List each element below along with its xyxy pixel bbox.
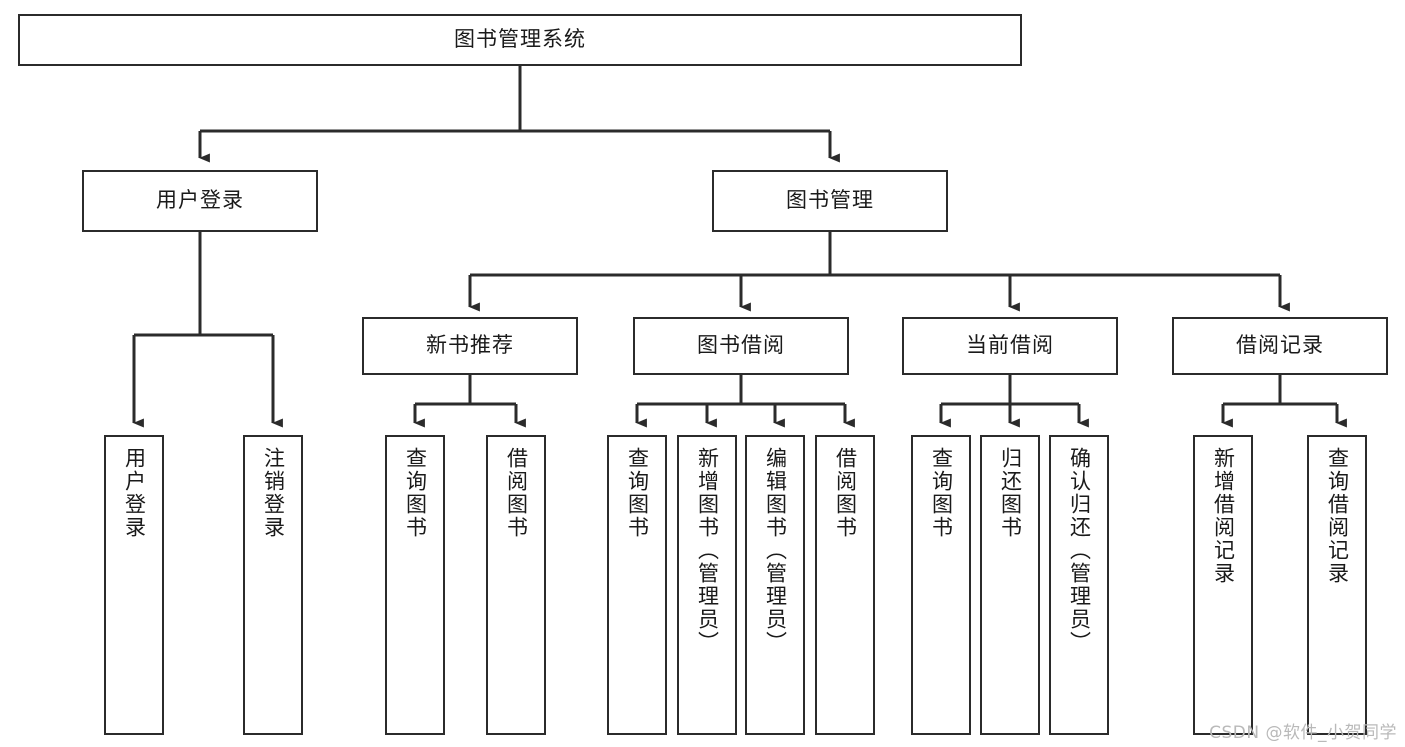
node-new-book-recommend[interactable]: 新书推荐: [362, 317, 578, 375]
leaf-query-book-3[interactable]: 查询图书: [911, 435, 971, 735]
node-book-borrow[interactable]: 图书借阅: [633, 317, 849, 375]
node-book-manage-label: 图书管理: [786, 188, 874, 213]
node-user-login[interactable]: 用户登录: [82, 170, 318, 232]
leaf-edit-book-label: 编辑图书（管理员）: [763, 447, 788, 654]
node-book-borrow-label: 图书借阅: [697, 333, 785, 358]
leaf-return-book[interactable]: 归还图书: [980, 435, 1040, 735]
leaf-borrow-book-2-label: 借阅图书: [833, 447, 858, 539]
leaf-return-book-label: 归还图书: [998, 447, 1023, 539]
leaf-logout-login-label: 注销登录: [261, 447, 286, 539]
leaf-query-record-label: 查询借阅记录: [1325, 447, 1350, 585]
node-current-borrow[interactable]: 当前借阅: [902, 317, 1118, 375]
leaf-confirm-return-label: 确认归还（管理员）: [1067, 447, 1092, 654]
leaf-confirm-return[interactable]: 确认归还（管理员）: [1049, 435, 1109, 735]
leaf-user-login-label: 用户登录: [122, 447, 147, 539]
node-root[interactable]: 图书管理系统: [18, 14, 1022, 66]
node-new-book-recommend-label: 新书推荐: [426, 333, 514, 358]
leaf-query-book-2[interactable]: 查询图书: [607, 435, 667, 735]
leaf-query-book-1-label: 查询图书: [403, 447, 428, 539]
leaf-borrow-book-2[interactable]: 借阅图书: [815, 435, 875, 735]
leaf-query-record[interactable]: 查询借阅记录: [1307, 435, 1367, 735]
leaf-borrow-book-1[interactable]: 借阅图书: [486, 435, 546, 735]
node-borrow-record-label: 借阅记录: [1236, 333, 1324, 358]
leaf-query-book-3-label: 查询图书: [929, 447, 954, 539]
leaf-logout-login[interactable]: 注销登录: [243, 435, 303, 735]
node-root-label: 图书管理系统: [454, 27, 586, 52]
node-borrow-record[interactable]: 借阅记录: [1172, 317, 1388, 375]
leaf-edit-book[interactable]: 编辑图书（管理员）: [745, 435, 805, 735]
leaf-user-login[interactable]: 用户登录: [104, 435, 164, 735]
leaf-borrow-book-1-label: 借阅图书: [504, 447, 529, 539]
leaf-add-book-label: 新增图书（管理员）: [695, 447, 720, 654]
node-user-login-label: 用户登录: [156, 188, 244, 213]
leaf-query-book-1[interactable]: 查询图书: [385, 435, 445, 735]
leaf-query-book-2-label: 查询图书: [625, 447, 650, 539]
leaf-add-record-label: 新增借阅记录: [1211, 447, 1236, 585]
node-book-manage[interactable]: 图书管理: [712, 170, 948, 232]
leaf-add-book[interactable]: 新增图书（管理员）: [677, 435, 737, 735]
leaf-add-record[interactable]: 新增借阅记录: [1193, 435, 1253, 735]
node-current-borrow-label: 当前借阅: [966, 333, 1054, 358]
